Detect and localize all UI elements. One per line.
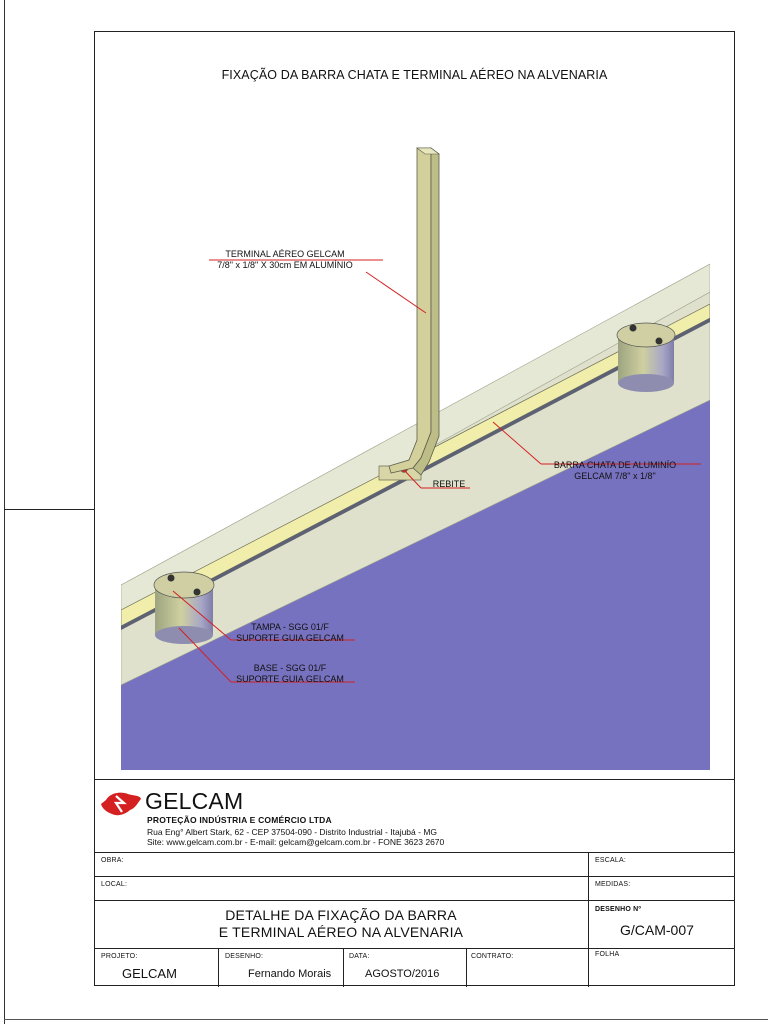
projeto-label: PROJETO: xyxy=(101,953,138,960)
titleblock-row-local-top xyxy=(94,876,735,877)
callout-base: BASE - SGG 01/F SUPORTE GUIA GELCAM xyxy=(225,663,355,685)
callout-terminal: TERMINAL AÉREO GELCAM 7/8" x 1/8" X 30cm… xyxy=(200,249,370,271)
data-value: AGOSTO/2016 xyxy=(365,968,440,980)
callout-tampa: TAMPA - SGG 01/F SUPORTE GUIA GELCAM xyxy=(225,622,355,644)
callout-base-line1: BASE - SGG 01/F xyxy=(253,663,327,673)
contrato-label: CONTRATO: xyxy=(471,953,514,960)
titleblock-divider-data xyxy=(343,948,344,987)
titleblock-top-border xyxy=(94,779,735,780)
callout-rebite-text: REBITE xyxy=(432,479,466,489)
callout-tampa-line2: SUPORTE GUIA GELCAM xyxy=(236,633,344,643)
company-name: GELCAM xyxy=(145,788,244,814)
titleblock-row-obra-top xyxy=(94,852,735,853)
callout-base-line2: SUPORTE GUIA GELCAM xyxy=(236,674,344,684)
callout-barra-line2: GELCAM 7/8" x 1/8" xyxy=(574,471,656,481)
leader-lines xyxy=(172,259,701,683)
titleblock-divider-right xyxy=(588,852,589,987)
folha-label: FOLHA xyxy=(595,951,620,958)
left-margin-line xyxy=(4,0,5,1024)
wall-top-back-edge xyxy=(121,263,710,621)
callout-rebite: REBITE xyxy=(425,479,473,490)
desenho-label: DESENHO: xyxy=(225,953,264,960)
titleblock-row-title-top xyxy=(94,900,735,901)
desenho-number-label: DESENHO Nº xyxy=(595,906,642,913)
escala-label: ESCALA: xyxy=(595,857,626,864)
bottom-trim-line xyxy=(4,1019,768,1020)
callout-terminal-line2: 7/8" x 1/8" X 30cm EM ALUMÍNIO xyxy=(217,260,353,270)
terminal-rod-side xyxy=(412,147,440,476)
titleblock-divider-desenho xyxy=(218,948,219,987)
support-right xyxy=(616,322,676,392)
titleblock-title-line2: E TERMINAL AÉREO NA ALVENARIA xyxy=(218,924,464,940)
left-margin-tick xyxy=(4,509,94,510)
wall-face xyxy=(121,400,710,770)
assembly-illustration xyxy=(121,130,710,770)
callout-barra-line1: BARRA CHATA DE ALUMINÍO xyxy=(553,460,677,470)
local-label: LOCAL: xyxy=(101,881,128,888)
titleblock-divider-contrato xyxy=(466,948,467,987)
drawing-sheet-border xyxy=(94,31,735,986)
titleblock-row-projeto-top xyxy=(94,948,735,949)
company-address: Rua Eng° Albert Stark, 62 - CEP 37504-09… xyxy=(147,827,438,837)
medidas-label: MEDIDAS: xyxy=(595,881,631,888)
titleblock-drawing-title: DETALHE DA FIXAÇÃO DA BARRA E TERMINAL A… xyxy=(94,907,588,941)
desenho-value: Fernando Morais xyxy=(248,968,332,980)
obra-label: OBRA: xyxy=(101,857,124,864)
drawing-title: FIXAÇÃO DA BARRA CHATA E TERMINAL AÉREO … xyxy=(221,68,608,82)
callout-barra: BARRA CHATA DE ALUMINÍO GELCAM 7/8" x 1/… xyxy=(535,460,695,482)
terminal-rod-top xyxy=(416,147,440,155)
callout-terminal-line1: TERMINAL AÉREO GELCAM xyxy=(225,249,345,259)
desenho-number-value: G/CAM-007 xyxy=(620,922,694,938)
support-left xyxy=(153,571,215,644)
gelcam-logo-icon xyxy=(101,792,141,816)
projeto-value: GELCAM xyxy=(122,966,177,981)
company-subtitle: PROTEÇÃO INDÚSTRIA E COMÉRCIO LTDA xyxy=(147,815,332,825)
company-contact: Site: www.gelcam.com.br - E-mail: gelcam… xyxy=(147,837,445,847)
data-label: DATA: xyxy=(349,953,370,960)
callout-tampa-line1: TAMPA - SGG 01/F xyxy=(251,622,329,632)
titleblock-title-line1: DETALHE DA FIXAÇÃO DA BARRA xyxy=(225,907,457,923)
